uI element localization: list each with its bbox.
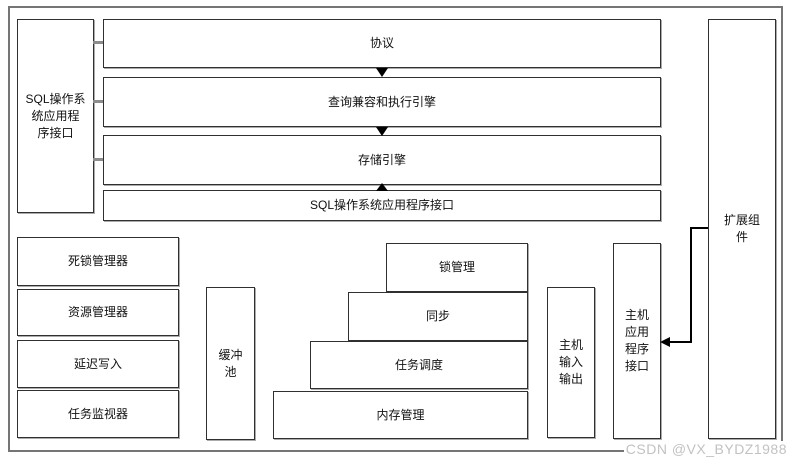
deadlock-manager-label: 死锁管理器	[67, 254, 128, 268]
sql-os-api-left-label: SQL操作系 统应用程 序接口	[25, 91, 86, 140]
lazy-write-box: 延迟写入	[17, 340, 179, 388]
lazy-write-label: 延迟写入	[73, 356, 122, 371]
watermark: CSDN @VX_BYDZ1988	[623, 441, 789, 457]
memory-manager-box: 内存管理	[273, 391, 528, 439]
extension-components-box: 扩展组 件	[708, 19, 776, 439]
resource-manager-box: 资源管理器	[17, 289, 179, 336]
task-monitor-box: 任务监视器	[17, 390, 179, 438]
task-scheduler-label: 任务调度	[394, 357, 443, 372]
host-api-label: 主机 应用 程序 接口	[624, 308, 649, 373]
sql-os-api-bottom-box: SQL操作系统应用程序接口	[103, 190, 661, 221]
arrow-up-api-to-storage-icon	[376, 183, 388, 191]
connector-line-protocol	[93, 41, 104, 44]
storage-engine-box: 存储引擎	[103, 135, 661, 185]
protocol-box: 协议	[103, 19, 661, 68]
extension-components-label: 扩展组 件	[723, 213, 760, 244]
deadlock-manager-box: 死锁管理器	[17, 237, 179, 286]
extension-arrow-top-segment	[690, 227, 708, 229]
arrow-down-protocol-to-query-icon	[376, 68, 388, 77]
diagram-frame	[8, 6, 783, 452]
task-scheduler-box: 任务调度	[310, 341, 528, 389]
sync-label: 同步	[425, 309, 450, 323]
host-io-box: 主机 输入 输出	[547, 287, 595, 438]
buffer-pool-label: 缓冲 池	[218, 347, 243, 379]
lock-manager-box: 锁管理	[386, 243, 528, 292]
sql-os-api-bottom-label: SQL操作系统应用程序接口	[309, 198, 454, 212]
lock-manager-label: 锁管理	[438, 260, 475, 274]
resource-manager-label: 资源管理器	[67, 305, 128, 319]
connector-line-query-engine	[93, 100, 104, 103]
host-api-box: 主机 应用 程序 接口	[613, 243, 661, 439]
memory-manager-label: 内存管理	[376, 407, 425, 422]
query-engine-box: 查询兼容和执行引擎	[103, 77, 661, 127]
extension-arrowhead-left-icon	[660, 337, 670, 347]
protocol-label: 协议	[369, 36, 394, 50]
arrow-down-query-to-storage-icon	[376, 127, 388, 136]
task-monitor-label: 任务监视器	[67, 406, 128, 421]
extension-arrow-vertical-segment	[690, 227, 692, 343]
buffer-pool-box: 缓冲 池	[206, 287, 255, 440]
sync-box: 同步	[348, 292, 528, 341]
storage-engine-label: 存储引擎	[357, 152, 406, 167]
extension-arrow-bottom-segment	[668, 341, 692, 343]
sql-os-api-left-box: SQL操作系 统应用程 序接口	[17, 19, 94, 213]
query-engine-label: 查询兼容和执行引擎	[327, 94, 436, 109]
connector-line-storage-engine	[93, 158, 104, 161]
host-io-label: 主机 输入 输出	[558, 338, 583, 386]
